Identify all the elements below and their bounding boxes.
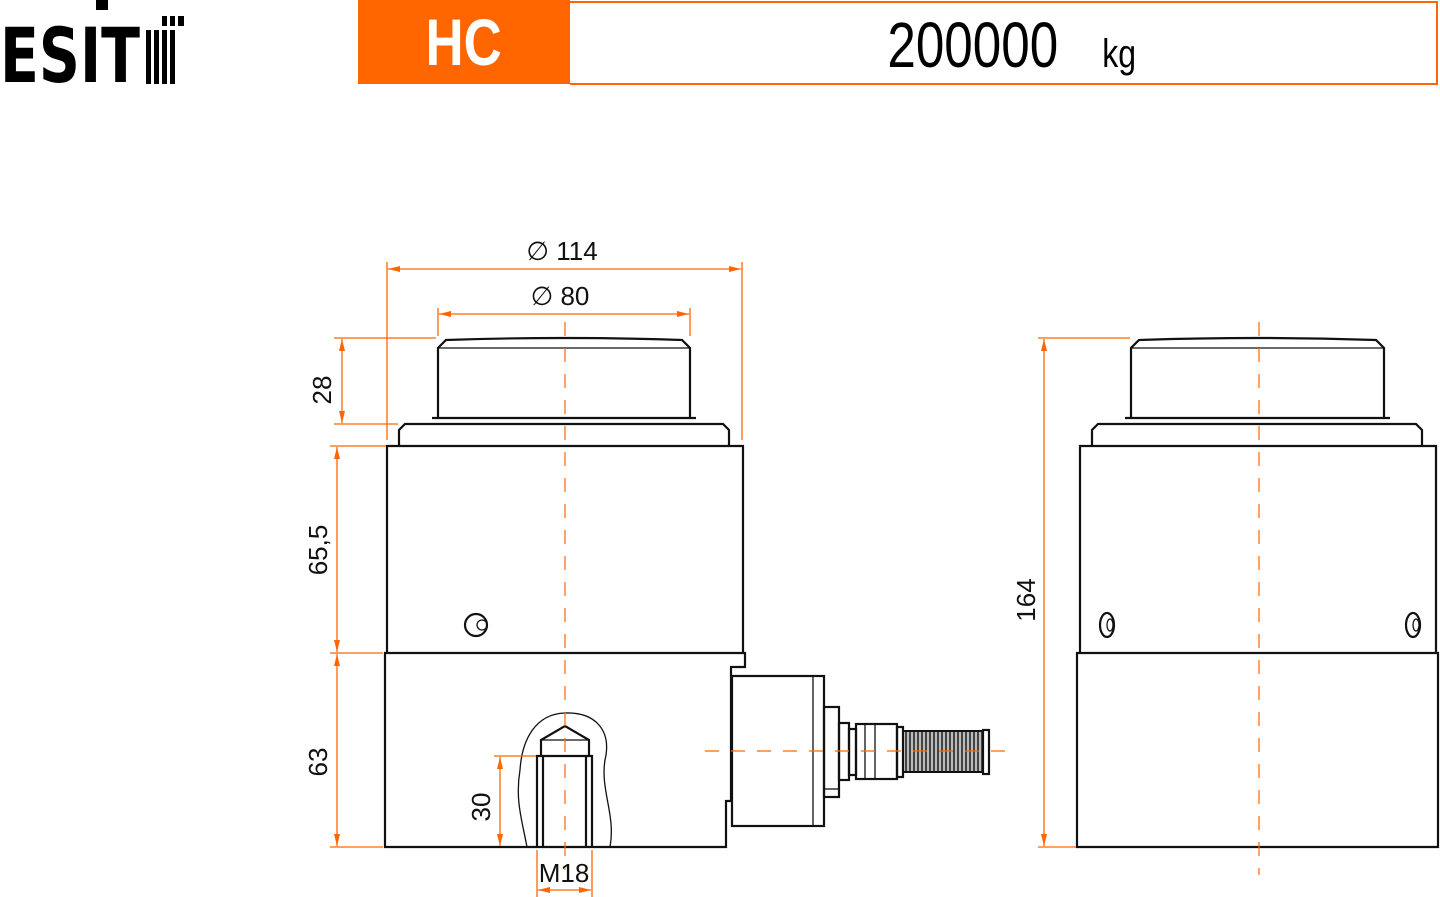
dimensions: ∅ 114 ∅ 80 28 65,5 63 30 M18 164 xyxy=(303,236,1130,897)
dim-total-height: 164 xyxy=(1011,578,1041,621)
front-view xyxy=(383,322,1005,870)
svg-text:ESIT: ESIT xyxy=(0,11,140,90)
dim-ram-diameter: ∅ 80 xyxy=(531,281,590,311)
capacity-value: 200000 xyxy=(887,9,1059,81)
model-badge: HC xyxy=(358,0,570,84)
esit-logo: ESIT xyxy=(0,0,190,100)
dim-lower-body: 63 xyxy=(303,748,333,777)
side-view xyxy=(1075,322,1440,875)
capacity-unit: kg xyxy=(1101,32,1136,76)
esit-logo-mark: ESIT xyxy=(0,0,184,100)
capacity-box: 200000 kg xyxy=(570,1,1438,85)
dim-thread: M18 xyxy=(539,858,590,888)
dim-thread-depth: 30 xyxy=(466,793,496,822)
dim-upper-body: 65,5 xyxy=(303,525,333,576)
model-label: HC xyxy=(425,5,503,79)
dim-outer-diameter: ∅ 114 xyxy=(526,236,597,266)
dim-stroke: 28 xyxy=(307,376,337,405)
